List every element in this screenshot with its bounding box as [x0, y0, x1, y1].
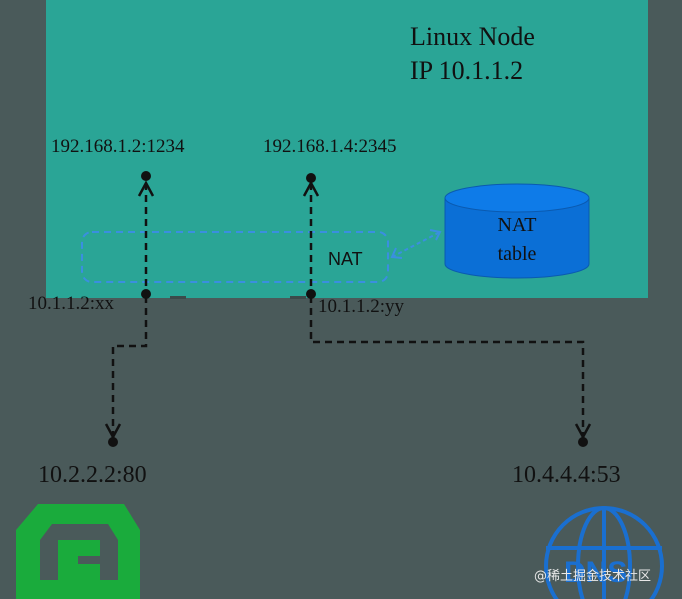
dns-globe-icon	[544, 506, 664, 599]
nat-table-label-line1: NAT	[497, 214, 537, 236]
endpoint-dot	[306, 289, 316, 299]
endpoint-dot	[306, 173, 316, 183]
node-edge-mark	[170, 296, 186, 299]
node-ip-label: IP 10.1.1.2	[410, 56, 524, 85]
endpoint-dot	[108, 437, 118, 447]
dns-label: DNS	[564, 556, 627, 589]
endpoint-dot	[141, 171, 151, 181]
endpoint-dot	[141, 289, 151, 299]
nat-label: NAT	[328, 249, 363, 269]
watermark: @稀土掘金技术社区	[534, 569, 652, 584]
pod2-address: 192.168.1.4:2345	[263, 136, 397, 157]
dest2-address: 10.4.4.4:53	[512, 462, 621, 488]
nat-table-link-arrow	[390, 229, 442, 259]
node-title: Linux Node	[410, 22, 535, 51]
nat-table-label-line2: table	[497, 243, 537, 265]
nat-table-database	[444, 183, 590, 279]
dest1-address: 10.2.2.2:80	[38, 462, 147, 488]
node-edge-mark	[290, 296, 306, 299]
snat1-address: 10.1.1.2:xx	[28, 293, 115, 314]
snat2-address: 10.1.1.2:yy	[318, 296, 405, 317]
pod1-address: 192.168.1.2:1234	[51, 136, 185, 157]
nginx-logo-icon	[16, 504, 140, 599]
endpoint-dot	[578, 437, 588, 447]
nat-box	[81, 231, 389, 283]
